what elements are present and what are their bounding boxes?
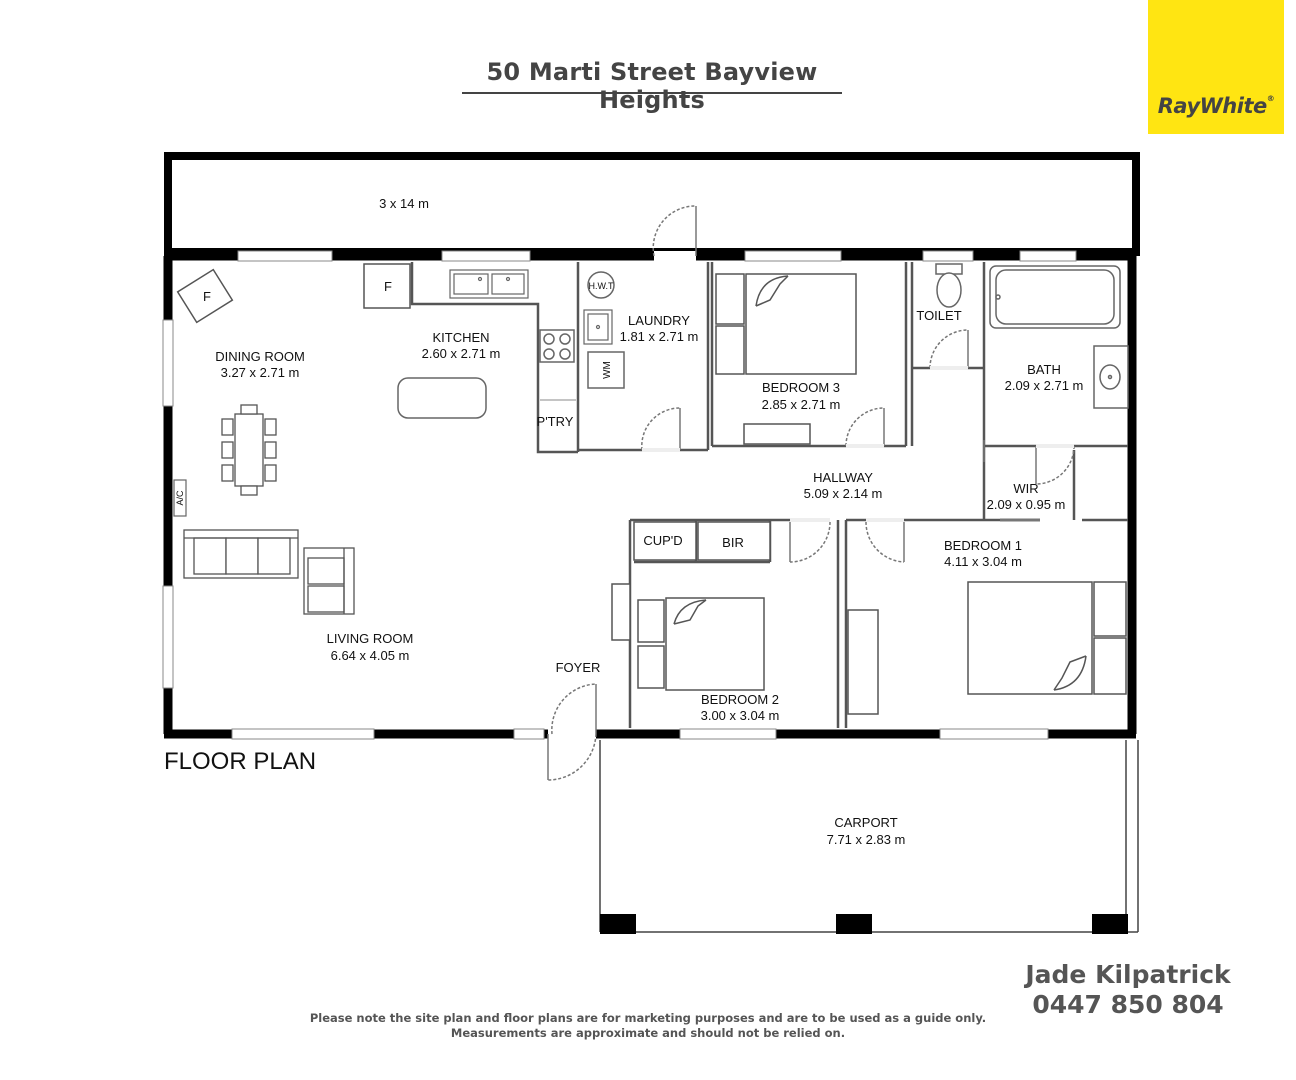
front-door-gap: [548, 729, 596, 739]
disclaimer-line-2: Measurements are approximate and should …: [450, 1026, 846, 1040]
doors: [547, 205, 1075, 781]
door-openings: [642, 366, 1074, 522]
kitchen-dims: 2.60 x 2.71 m: [422, 346, 501, 361]
kitchen-name: KITCHEN: [432, 330, 489, 345]
pantry-name: P'TRY: [537, 414, 574, 429]
dining-table: [221, 404, 277, 496]
toilet-fixture: [935, 263, 963, 308]
interior-walls: [410, 262, 1128, 728]
title-underline: [462, 92, 842, 94]
living-room-dims: 6.64 x 4.05 m: [331, 648, 410, 663]
laundry-dims: 1.81 x 2.71 m: [620, 329, 699, 344]
disclaimer-line-1: Please note the site plan and floor plan…: [309, 1011, 987, 1025]
bathtub: [989, 265, 1121, 329]
air-conditioner: [173, 479, 187, 517]
bedroom-2-dims: 3.00 x 3.04 m: [701, 708, 780, 723]
bedroom-1-dims: 4.11 x 3.04 m: [944, 554, 1022, 569]
floor-plan-label: FLOOR PLAN: [164, 748, 317, 775]
agent-phone: 0447 850 804: [1032, 990, 1224, 1019]
living-room-name: LIVING ROOM: [327, 631, 414, 646]
ray-white-logo: RayWhite®: [1148, 0, 1284, 134]
hwt-label: H.W.T: [589, 281, 614, 291]
carport-posts: [600, 914, 1128, 934]
laundry-tub: [583, 309, 613, 345]
windows: [162, 250, 1077, 740]
bedroom-3-bed: [715, 273, 857, 445]
hallway-dims: 5.09 x 2.14 m: [804, 486, 883, 501]
hallway-name: HALLWAY: [813, 470, 873, 485]
agent-name: Jade Kilpatrick: [1025, 960, 1231, 989]
logo-wordmark: RayWhite®: [1157, 94, 1275, 118]
laundry-name: LAUNDRY: [628, 313, 690, 328]
toilet-name: TOILET: [916, 308, 961, 323]
kitchen-fridge-label: F: [384, 279, 392, 294]
dining-fridge-label: F: [203, 289, 211, 304]
dining-room-name: DINING ROOM: [215, 349, 305, 364]
wm-label: WM: [602, 361, 613, 379]
cupboard-bir-block: [633, 521, 771, 561]
dining-fridge: [176, 268, 234, 324]
wir-name: WIR: [1013, 481, 1038, 496]
bath-vanity: [1093, 345, 1129, 409]
deck-dims: 3 x 14 m: [379, 196, 429, 211]
bir-name: BIR: [722, 535, 744, 550]
kitchen-sink: [449, 269, 529, 299]
cooktop: [539, 329, 575, 363]
carport-dims: 7.71 x 2.83 m: [827, 832, 906, 847]
washing-machine: [587, 351, 625, 389]
page-title: 50 Marti Street Bayview Heights: [486, 58, 818, 114]
wir-dims: 2.09 x 0.95 m: [987, 497, 1066, 512]
hot-water-tank: [587, 271, 615, 299]
carport-name: CARPORT: [834, 815, 897, 830]
disclaimer: Please note the site plan and floor plan…: [300, 1011, 996, 1041]
bedroom-3-dims: 2.85 x 2.71 m: [762, 397, 841, 412]
kitchen-island: [397, 377, 487, 419]
kitchen-fridge: [363, 263, 411, 309]
bedroom-3-name: BEDROOM 3: [762, 380, 840, 395]
two-seat-sofa: [303, 547, 355, 615]
bedroom-2-name: BEDROOM 2: [701, 692, 779, 707]
deck-door-gap: [654, 251, 696, 261]
bedroom-2-bed: [611, 583, 765, 691]
agent-contact: Jade Kilpatrick 0447 850 804: [1010, 960, 1246, 1020]
foyer-name: FOYER: [556, 660, 601, 675]
ac-label: A/C: [175, 490, 185, 506]
bath-name: BATH: [1027, 362, 1061, 377]
bedroom-1-name: BEDROOM 1: [944, 538, 1022, 553]
deck-outline: [164, 152, 1140, 256]
dining-room-dims: 3.27 x 2.71 m: [221, 365, 300, 380]
bedroom-1-bed: [847, 581, 1127, 715]
cupd-name: CUP'D: [643, 533, 682, 548]
bath-dims: 2.09 x 2.71 m: [1005, 378, 1084, 393]
three-seat-sofa: [183, 529, 299, 579]
